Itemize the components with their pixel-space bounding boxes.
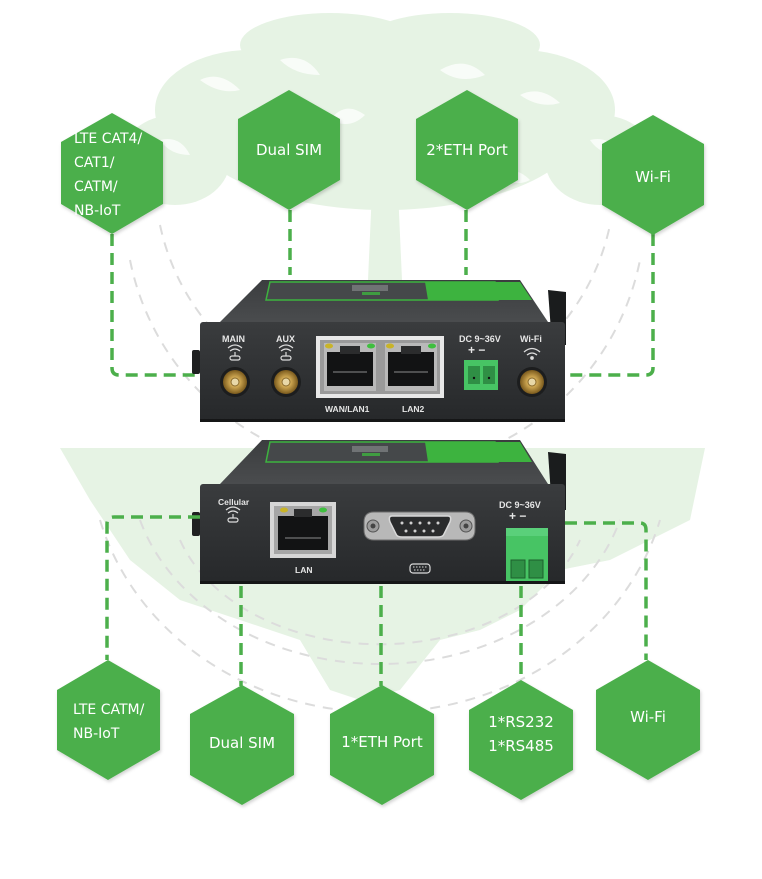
port-label-dc-bottom: DC 9~36V [499, 500, 541, 510]
port-label-wifi: Wi-Fi [520, 334, 542, 344]
antenna-icon [225, 506, 241, 523]
hex-top-lte [61, 113, 163, 234]
wifi-icon [523, 347, 541, 360]
brand-logo [352, 285, 388, 291]
port-label-aux: AUX [276, 334, 296, 344]
dc-power-terminal [464, 360, 498, 390]
antenna-connector-main [220, 367, 250, 397]
serial-port-icon [409, 563, 431, 574]
hex-bottom-dual-sim [190, 685, 294, 805]
ethernet-ports-dual [316, 336, 444, 398]
port-label-polarity: + − [468, 343, 486, 357]
antenna-connector-wifi [517, 367, 547, 397]
antenna-icon [227, 344, 294, 361]
hex-top-wifi [602, 115, 704, 235]
top-connector-lines [110, 210, 655, 377]
feature-hexagons [57, 90, 704, 805]
port-label-dc: DC 9~36V [459, 334, 501, 344]
hex-top-eth [416, 90, 518, 210]
bottom-connector-lines [105, 515, 648, 686]
bottom-router [192, 440, 566, 584]
hex-bottom-lte [57, 660, 160, 780]
antenna-connector-aux [271, 367, 301, 397]
ethernet-port-single [270, 502, 336, 558]
hex-bottom-wifi [596, 660, 700, 780]
port-label-lan: LAN [295, 565, 313, 575]
link-led-green [367, 343, 375, 349]
hex-bottom-eth [330, 685, 434, 805]
port-label-main: MAIN [222, 334, 245, 344]
dc-power-terminal [506, 528, 548, 584]
top-router [192, 280, 566, 422]
port-label-wan-lan1: WAN/LAN1 [325, 404, 370, 414]
link-led-yellow [325, 343, 333, 349]
hex-bottom-serial [469, 680, 573, 800]
port-label-cellular: Cellular [218, 497, 250, 507]
serial-port-db9 [363, 511, 476, 541]
hex-top-dual-sim [238, 90, 340, 210]
port-label-polarity-bottom: + − [509, 509, 527, 523]
port-label-lan2: LAN2 [402, 404, 425, 414]
